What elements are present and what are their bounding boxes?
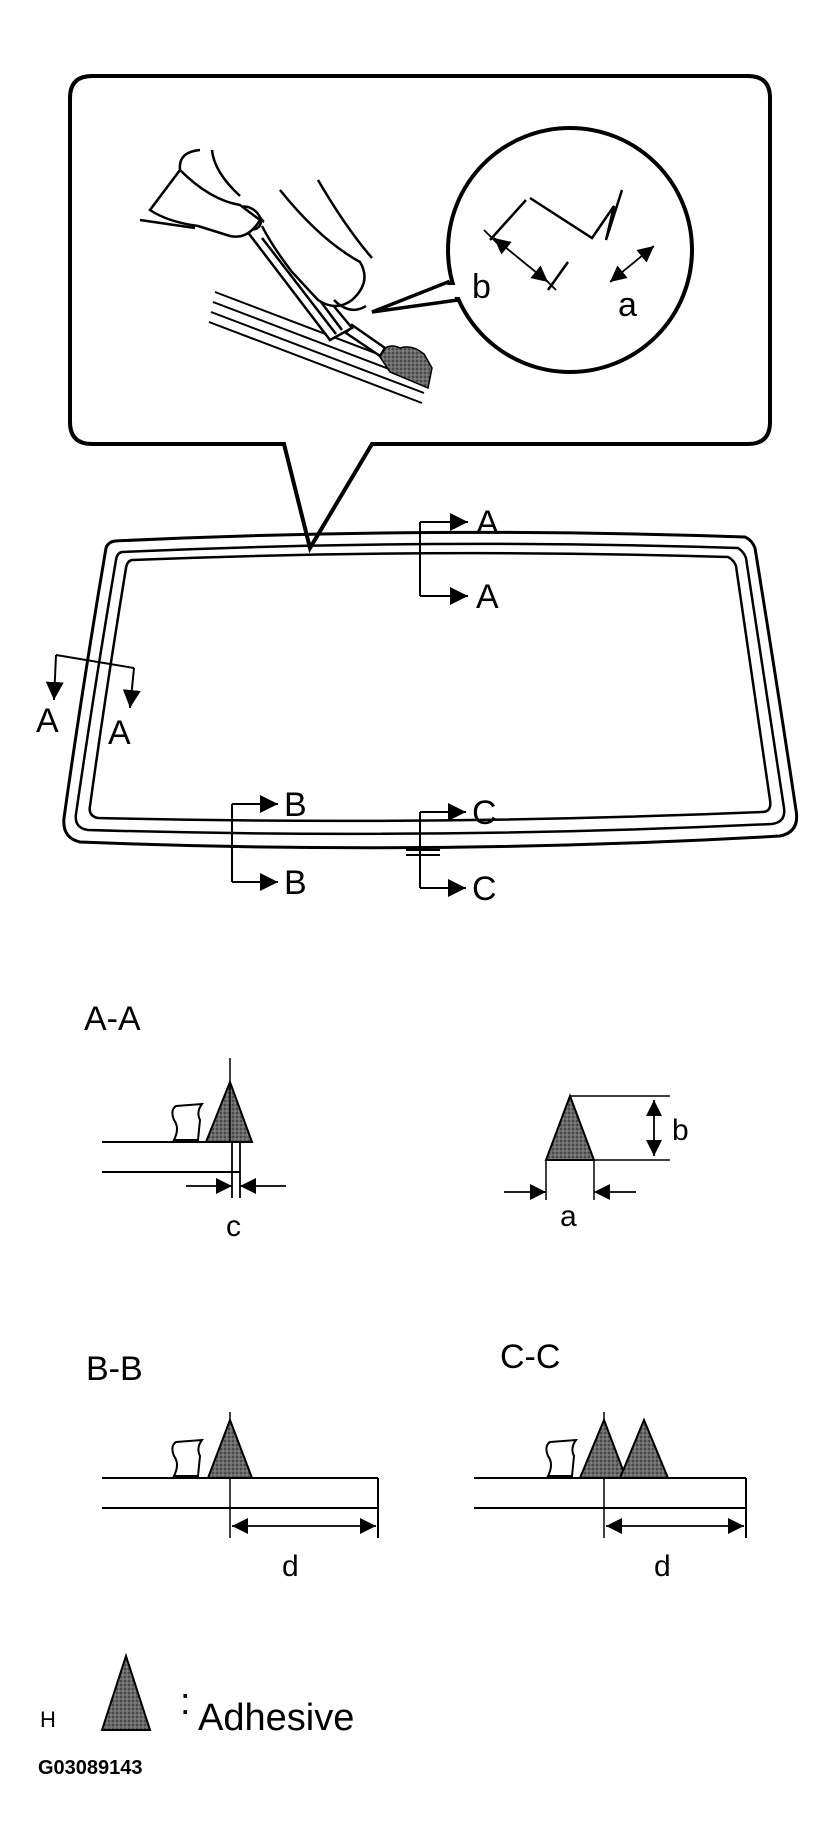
section-aa-dim-b: b [672, 1114, 689, 1147]
section-bb-title: B-B [86, 1350, 143, 1388]
legend-marker: H [40, 1707, 56, 1732]
mark-top-a1: A [476, 504, 499, 542]
section-mark-bottom-b [231, 795, 278, 891]
detail-dim-a: a [618, 286, 637, 324]
section-aa-right [504, 1093, 670, 1201]
section-aa-left [102, 1058, 286, 1198]
dam-icon [171, 1102, 205, 1141]
section-mark-left-a [45, 654, 141, 709]
mark-left-a1: A [36, 702, 59, 740]
dam-icon [171, 1438, 205, 1477]
section-cc-title: C-C [500, 1338, 560, 1376]
section-cc-dim-d: d [654, 1550, 671, 1583]
section-aa-dim-a: a [560, 1200, 577, 1233]
section-aa-dim-c: c [226, 1210, 241, 1243]
mark-top-a2: A [476, 578, 499, 616]
adhesive-gun-icon [139, 148, 387, 358]
section-mark-top-a [419, 513, 468, 605]
legend-colon: : [180, 1681, 191, 1723]
section-cc [474, 1412, 747, 1538]
adhesive-bead-icon [544, 1093, 596, 1161]
section-mark-bottom-c [419, 803, 466, 897]
adhesive-bead-icon [206, 1417, 254, 1479]
mark-left-a2: A [108, 714, 131, 752]
dam-icon [545, 1438, 579, 1477]
figure-code: G03089143 [38, 1757, 143, 1779]
legend-label: Adhesive [198, 1697, 354, 1739]
detail-dim-b: b [472, 268, 491, 306]
adhesive-bead-icon [618, 1417, 670, 1479]
mark-bottom-c2: C [472, 870, 497, 908]
bead-detail-magnifier: b a [371, 126, 694, 374]
adhesive-bead-icon [204, 1079, 254, 1143]
section-aa-title: A-A [84, 1000, 141, 1038]
section-bb-dim-d: d [282, 1550, 299, 1583]
windshield-outline [62, 530, 799, 856]
section-bb [102, 1412, 379, 1538]
mark-bottom-b2: B [284, 864, 307, 902]
adhesive-legend-icon [100, 1652, 152, 1731]
adhesive-bead-icon [578, 1417, 628, 1479]
mark-bottom-b1: B [284, 786, 307, 824]
mark-bottom-c1: C [472, 794, 497, 832]
